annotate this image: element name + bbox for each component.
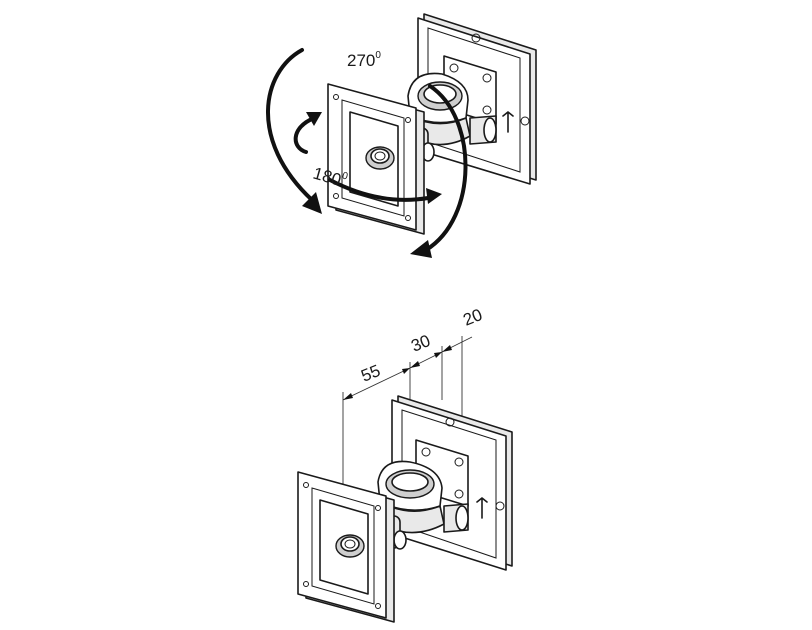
dimension-lines — [342, 336, 473, 490]
bottom-vesa-plate — [297, 471, 395, 623]
bottom-bolt — [335, 534, 365, 558]
dimension-label-55: 55 — [358, 361, 383, 386]
top-bolt — [365, 146, 395, 170]
rotation-label-270: 2700 — [347, 50, 381, 70]
top-mount-assembly: 2700 1800 — [266, 13, 537, 258]
dimension-label-30: 30 — [408, 331, 433, 356]
top-swivel-joint — [401, 72, 497, 162]
rotation-arrow-180 — [293, 112, 442, 204]
bottom-mount-assembly: 55 30 20 — [297, 305, 513, 623]
rotation-arrow-270 — [266, 48, 468, 258]
rotation-label-180-unit: 0 — [341, 170, 350, 182]
top-vesa-plate — [327, 83, 425, 235]
dimension-label-20: 20 — [460, 305, 485, 330]
rotation-label-270-unit: 0 — [375, 50, 381, 61]
